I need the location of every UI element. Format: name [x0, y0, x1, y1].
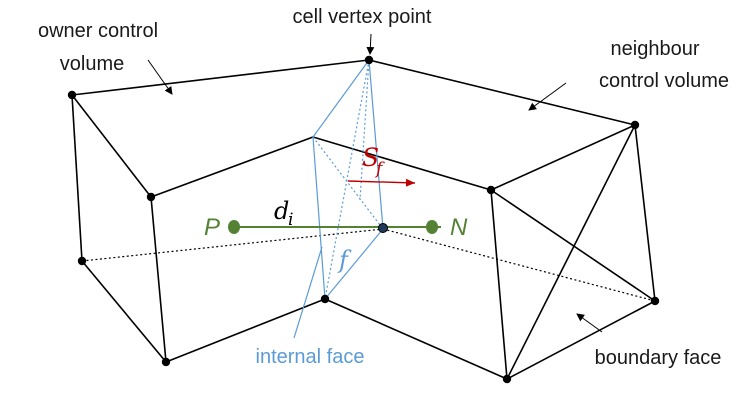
internal-face-pointer [293, 246, 323, 339]
cell-edge [71, 59, 370, 96]
neighbour-centre-point [426, 220, 438, 234]
cell-edge [71, 94, 152, 198]
label-pointers [147, 33, 603, 339]
cell-edge [490, 124, 636, 191]
cell-edge [506, 124, 636, 380]
cell-edge [324, 298, 508, 380]
neighbour-pointer [528, 82, 567, 111]
neighbour-label-line2: control volume [599, 70, 729, 92]
vertex-point [146, 192, 156, 202]
vertex-point [77, 256, 87, 266]
cell-edge [150, 136, 314, 198]
internal-face-label: internal face [256, 346, 365, 368]
cell-edge [506, 300, 656, 380]
cell-edges [71, 59, 656, 380]
owner-label-line2: volume [60, 53, 124, 75]
cell-edge [150, 196, 167, 363]
face-area-subscript: f [374, 159, 385, 179]
cell-edge [81, 260, 167, 363]
cell-edge [634, 124, 656, 302]
cell-vertices [67, 55, 660, 384]
cell-edge [312, 136, 492, 191]
vertex-point [320, 294, 330, 304]
face-edge [368, 59, 384, 230]
face-edge [324, 228, 384, 300]
vertex-point [502, 374, 512, 384]
cell-edge [490, 189, 656, 302]
vertex-point [630, 120, 640, 130]
owner-pointer [147, 59, 173, 95]
owner-label-line1: owner control [38, 20, 158, 42]
face-centre-point [378, 223, 388, 233]
hidden-edges [81, 228, 656, 302]
hidden-edge [382, 228, 656, 302]
cell-vertex-point-label: cell vertex point [293, 6, 432, 28]
face-edge [359, 59, 370, 201]
boundary-pointer [576, 313, 603, 333]
internal-face-outline [312, 59, 384, 300]
vertex-point [364, 55, 374, 65]
cell-edge [71, 94, 83, 262]
neighbour-centre-symbol: N [450, 214, 468, 241]
face-edge [312, 136, 326, 300]
vertex-point [650, 296, 660, 306]
vertex-point [67, 90, 77, 100]
vertex-pointer [366, 33, 375, 55]
owner-centre-point [228, 220, 240, 234]
distance-subscript: i [288, 210, 293, 230]
cell-edge [490, 189, 508, 380]
vertex-point [161, 357, 171, 367]
neighbour-label-line1: neighbour [611, 38, 700, 60]
vertex-point [486, 185, 496, 195]
owner-centre-symbol: P [204, 214, 220, 241]
cell-edge [368, 59, 636, 126]
face-area-symbol: S f [362, 143, 385, 179]
face-edge [312, 59, 370, 138]
cell-edge [165, 298, 326, 363]
distance-symbol: d [274, 197, 289, 225]
distance-vector [228, 220, 441, 234]
hidden-edge [81, 228, 384, 262]
face-edge [312, 136, 384, 230]
face-area-symbol-main: S [362, 143, 379, 172]
face-area-vector-arrow [347, 178, 416, 187]
distance-vector-symbol: d i [274, 197, 293, 230]
face-edge [324, 59, 370, 300]
boundary-face-label: boundary face [595, 347, 722, 369]
